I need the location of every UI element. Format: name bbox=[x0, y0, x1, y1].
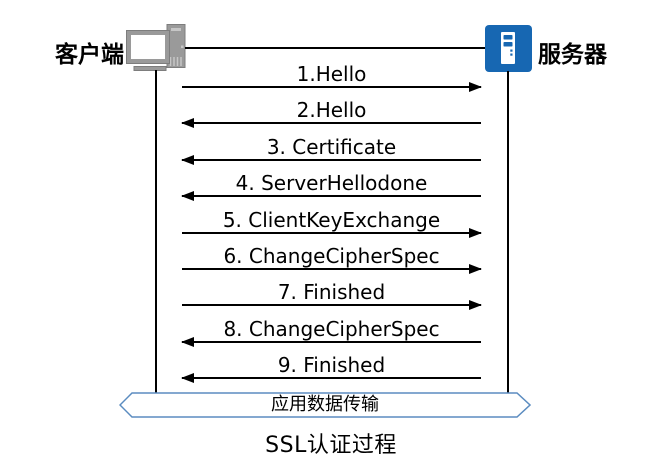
arrowhead-icon bbox=[181, 373, 194, 384]
message-label: 8. ChangeCipherSpec bbox=[223, 316, 440, 341]
server-led-2 bbox=[510, 53, 513, 56]
message-row: 3. Certificate bbox=[181, 134, 481, 165]
messages-layer: 1.Hello 2.Hello 3. Certificate 4. ServerHel… bbox=[181, 0, 482, 467]
message-label: 9. Finished bbox=[277, 353, 386, 378]
message-row: 9. Finished bbox=[181, 353, 481, 384]
arrow-line-left bbox=[181, 154, 481, 165]
message-row: 5. ClientKeyExchange bbox=[182, 207, 482, 238]
message-row: 8. ChangeCipherSpec bbox=[181, 316, 481, 347]
arrowhead-icon bbox=[469, 264, 482, 274]
message-row: 1.Hello bbox=[182, 62, 482, 92]
application-data-banner-label: 应用数据传输 bbox=[271, 394, 379, 415]
application-data-banner-shape bbox=[119, 392, 531, 418]
server-label: 服务器 bbox=[538, 42, 607, 68]
message-label: 6. ChangeCipherSpec bbox=[223, 244, 440, 268]
client-label: 客户端 bbox=[55, 42, 124, 68]
server-lifeline bbox=[507, 71, 509, 393]
arrowhead-icon bbox=[469, 300, 482, 311]
server-chassis bbox=[501, 32, 515, 64]
diagram-title: SSL认证过程 bbox=[265, 433, 397, 458]
message-label: 4. ServerHellodone bbox=[235, 171, 428, 196]
message-row: 4. ServerHellodone bbox=[181, 171, 481, 202]
message-row: 2.Hello bbox=[181, 98, 481, 129]
arrowhead-icon bbox=[181, 191, 194, 202]
arrowhead-icon bbox=[181, 154, 194, 165]
message-row: 6. ChangeCipherSpec bbox=[182, 244, 482, 274]
desktop-computer-icon bbox=[126, 24, 186, 71]
message-label: 3. Certificate bbox=[266, 134, 397, 159]
arrow-line-right bbox=[182, 300, 482, 311]
server-slot-1 bbox=[503, 35, 513, 40]
message-label: 7. Finished bbox=[277, 280, 386, 305]
hexagon-outline bbox=[119, 392, 531, 418]
arrowhead-icon bbox=[181, 336, 194, 347]
message-label: 5. ClientKeyExchange bbox=[222, 207, 441, 232]
arrowhead-icon bbox=[469, 82, 482, 92]
message-label: 1.Hello bbox=[296, 62, 367, 86]
tower-button bbox=[181, 45, 184, 48]
client-server-connector-line bbox=[185, 47, 485, 49]
message-row: 7. Finished bbox=[182, 280, 482, 311]
arrow-line-right bbox=[182, 264, 482, 274]
arrow-line-left bbox=[181, 191, 481, 202]
arrow-line-right bbox=[182, 82, 482, 92]
server-slot-2 bbox=[503, 42, 513, 47]
tower-drive-slot bbox=[171, 28, 181, 31]
arrowhead-icon bbox=[469, 227, 482, 238]
message-label: 2.Hello bbox=[296, 98, 367, 123]
client-lifeline bbox=[155, 70, 157, 393]
server-icon bbox=[485, 25, 532, 72]
arrow-line-left bbox=[181, 118, 481, 129]
arrow-line-left bbox=[181, 336, 481, 347]
tower-vents bbox=[169, 57, 182, 66]
monitor-screen bbox=[131, 35, 165, 59]
arrowhead-icon bbox=[181, 118, 194, 129]
arrow-line-right bbox=[182, 227, 482, 238]
arrow-line-left bbox=[181, 373, 481, 384]
keyboard bbox=[133, 66, 167, 71]
server-led-1 bbox=[510, 49, 513, 52]
